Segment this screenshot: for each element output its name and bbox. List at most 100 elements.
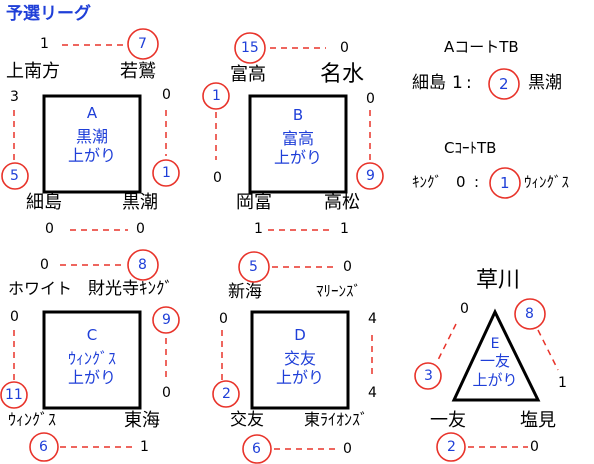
group-a-score: 1 (162, 165, 171, 181)
group-b-winner: 富高 (281, 129, 314, 148)
group-c-score-circle (29, 432, 59, 462)
group-c-winner: ｳｨﾝｸﾞｽ (67, 349, 116, 368)
group-a-winner-note: 上がり (67, 146, 116, 165)
group-b-score-circle (202, 82, 230, 110)
group-e-left-dash (437, 323, 457, 361)
tiebreak-c-left-team: ｷﾝｸﾞ (412, 173, 443, 191)
group-d-winner-note: 上がり (275, 368, 324, 387)
group-a-score-circle (1, 162, 29, 190)
team-label: 塩見 (520, 410, 556, 431)
group-e-right-dash (537, 329, 559, 371)
group-e-score: 3 (424, 368, 433, 384)
group-b-score: 1 (212, 88, 221, 104)
group-d-winner: 交友 (283, 349, 316, 368)
group-a-label: A (86, 104, 98, 122)
group-d-score: 0 (343, 259, 352, 275)
group-d-box (250, 310, 350, 410)
group-d-score: 5 (249, 259, 258, 275)
group-b-label: B (292, 106, 304, 124)
page-title: 予選リーグ (6, 4, 91, 24)
group-c-score: 0 (10, 309, 19, 325)
group-d-score: 6 (252, 441, 261, 457)
group-c-score: 1 (140, 439, 149, 455)
tiebreak-a-right-team: 黒潮 (528, 73, 562, 93)
group-b-box (248, 94, 348, 194)
group-e-winner-note: 上がり (472, 371, 518, 389)
team-label: ﾏﾘｰﾝｽﾞ (316, 282, 362, 300)
group-d-score-circle (238, 251, 270, 283)
group-e-score-circle (414, 362, 442, 390)
group-d-score: 0 (343, 441, 352, 457)
tiebreak-c-right-score: 1 (500, 174, 510, 192)
group-b-score: 15 (241, 40, 259, 56)
group-e-score: 8 (525, 306, 534, 322)
team-label: 細島 (26, 192, 62, 213)
group-c-score: 6 (39, 439, 48, 455)
tiebreak-c-right-team: ｳｨﾝｸﾞｽ (524, 173, 570, 191)
group-a-score-circle (127, 28, 159, 60)
group-b-score: 1 (340, 221, 349, 237)
group-a-score: 0 (45, 221, 54, 237)
group-c-score: 0 (162, 385, 171, 401)
tiebreak-a-right-score: 2 (499, 75, 509, 93)
group-b-score: 0 (366, 91, 375, 107)
group-d-score: 4 (368, 311, 377, 327)
group-c-box (42, 310, 142, 410)
team-label: 草川 (476, 268, 521, 293)
group-e-score: 2 (447, 439, 456, 455)
tiebreak-a-colon: : (466, 73, 472, 93)
group-a-score: 3 (10, 89, 19, 105)
group-c-score-circle (152, 306, 180, 334)
team-label: ホワイト (8, 279, 73, 298)
team-label: 一友 (430, 410, 466, 431)
group-a-score: 1 (40, 36, 49, 52)
group-b-score-circle (356, 162, 384, 190)
group-a-score: 5 (10, 168, 19, 184)
group-c-label: C (86, 326, 98, 344)
team-label: ｳｨﾝｸﾞｽ (8, 410, 57, 429)
team-label: 財光寺ｷﾝｸﾞ (88, 279, 173, 299)
group-b-score-circle (234, 32, 266, 64)
group-e-score: 0 (460, 301, 469, 317)
group-b-winner-note: 上がり (273, 148, 322, 167)
group-d-score: 4 (368, 385, 377, 401)
tiebreak-c-colon: : (474, 173, 480, 191)
group-d-score-circle (242, 434, 272, 464)
tiebreak-c-heading: CｺｰﾄTB (444, 139, 497, 157)
tiebreak-c-left-score: 0 (456, 173, 466, 191)
team-label: 東海 (124, 410, 160, 431)
group-d-score: 0 (219, 311, 228, 327)
team-label: 名水 (320, 62, 365, 87)
group-b-score: 0 (340, 40, 349, 56)
group-e-winner: 一友 (479, 352, 510, 370)
group-c-score: 9 (162, 312, 171, 328)
group-a-score: 7 (138, 36, 147, 52)
group-d-score-circle (212, 380, 240, 408)
team-label: 黒潮 (122, 192, 158, 213)
team-label: 高松 (324, 192, 360, 213)
group-e-label: E (490, 336, 500, 352)
team-label: 新海 (228, 282, 262, 302)
tb-c-score-circle (489, 167, 521, 199)
tiebreak-a-heading: AコートTB (444, 38, 519, 56)
tiebreak-a-left-team: 細島 (412, 73, 446, 93)
group-c-winner-note: 上がり (67, 368, 116, 387)
group-a-score-circle (152, 159, 180, 187)
group-e-score-circle (436, 432, 466, 462)
team-label: 若鷲 (120, 61, 156, 82)
group-e-triangle (451, 308, 541, 402)
group-e-score: 1 (558, 375, 567, 391)
team-label: 上南方 (6, 61, 60, 82)
team-label: 交友 (230, 410, 264, 430)
group-c-score: 8 (138, 257, 147, 273)
group-e-score: 0 (530, 439, 539, 455)
group-d-score: 2 (222, 386, 231, 402)
group-b-score: 9 (366, 168, 375, 184)
group-c-score-circle (0, 381, 28, 409)
group-a-winner: 黒潮 (75, 127, 108, 146)
group-c-score-circle (127, 249, 159, 281)
team-label: 岡富 (236, 192, 272, 213)
team-label: 富高 (230, 64, 266, 85)
group-a-score: 0 (136, 221, 145, 237)
